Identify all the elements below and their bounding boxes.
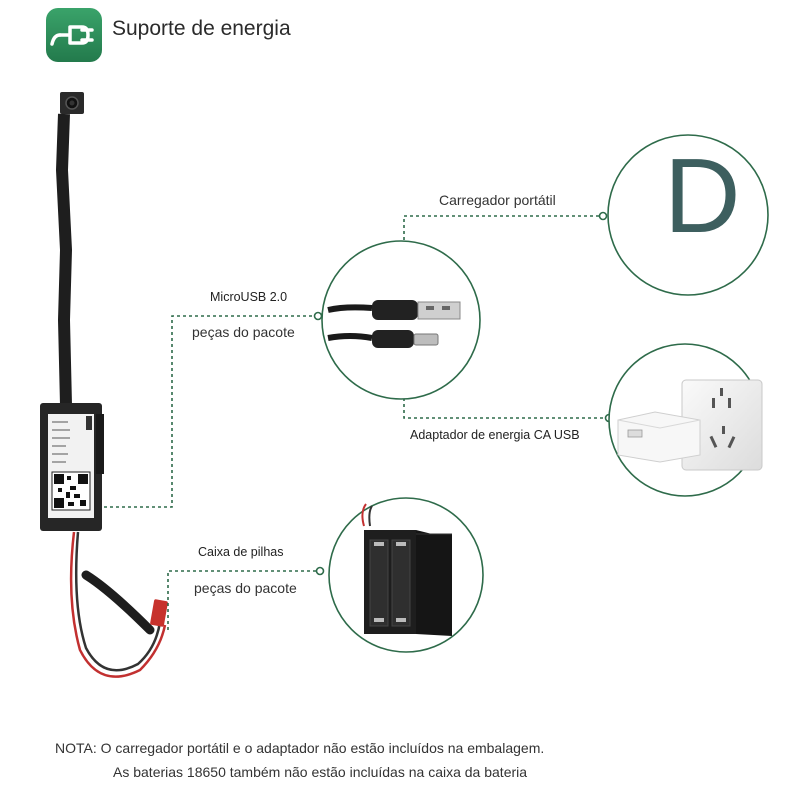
power-plug-icon — [46, 8, 102, 62]
charger-letter: D — [664, 137, 741, 255]
page-title: Suporte de energia — [112, 17, 291, 40]
battery-box-image — [361, 503, 452, 636]
camera-board — [40, 403, 104, 531]
package-label-battery: peças do pacote — [194, 580, 297, 596]
note-line-2: As baterias 18650 também não estão inclu… — [113, 764, 528, 780]
wall-adapter-image — [617, 379, 763, 471]
adapter-label: Adaptador de energia CA USB — [410, 428, 580, 442]
ribbon-cable — [55, 113, 73, 406]
charger-label: Carregador portátil — [439, 192, 556, 208]
microusb-label: MicroUSB 2.0 — [210, 290, 288, 304]
battery-box-label: Caixa de pilhas — [198, 545, 284, 559]
charger-circle — [607, 134, 769, 296]
camera-lens-module — [60, 92, 84, 114]
package-label-cable: peças do pacote — [192, 324, 295, 340]
usb-cable-image — [327, 300, 461, 348]
battery-wires — [69, 531, 168, 678]
note-line-1: NOTA: O carregador portátil e o adaptado… — [55, 740, 545, 756]
